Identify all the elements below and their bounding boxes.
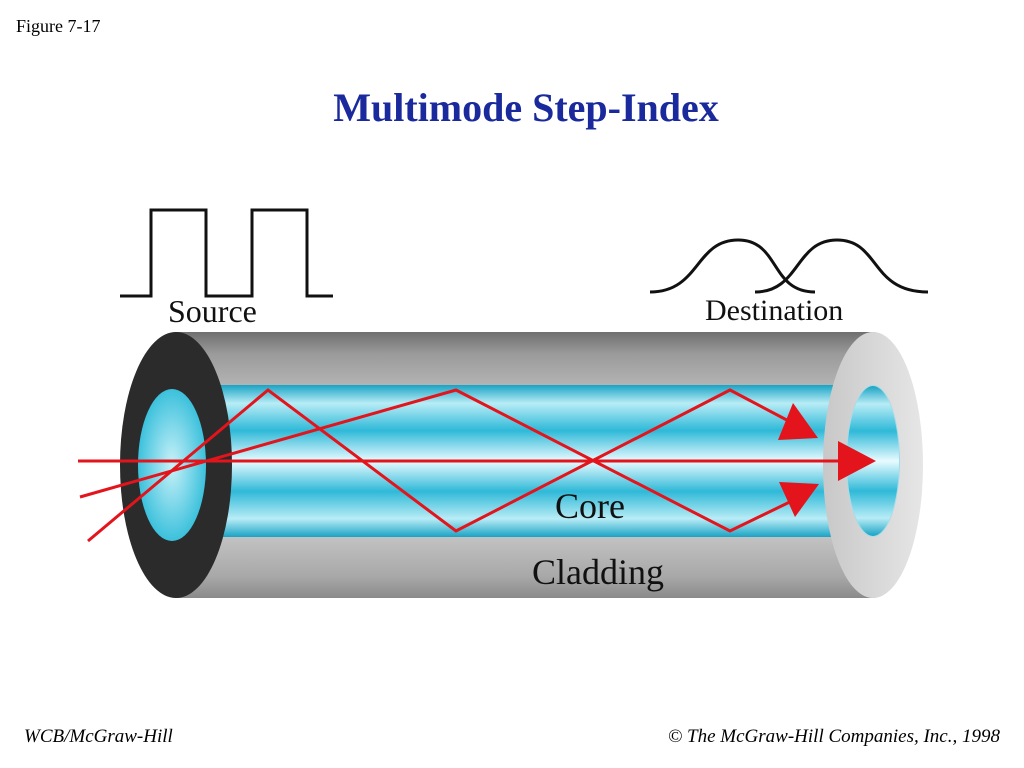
arrowhead-upper [778,403,818,440]
zigzag-ray-upper [87,388,801,543]
near-end-ring [120,332,232,598]
core-label: Core [555,486,625,526]
destination-pulse [649,238,929,294]
light-rays [78,388,848,543]
arrowhead-lower [779,482,819,517]
figure-label: Figure 7-17 [16,16,101,36]
slide-title: Multimode Step-Index [333,85,719,130]
copyright-notice: © The McGraw-Hill Companies, Inc., 1998 [668,726,1000,748]
destination-label: Destination [705,294,843,327]
copyright-symbol: © [667,726,683,747]
arrowhead-center [838,441,876,481]
publisher-left: WCB/McGraw-Hill [24,726,173,747]
source-pulse [120,208,333,298]
ray-arrowheads [778,403,876,517]
copyright-text: The McGraw-Hill Companies, Inc., 1998 [687,726,1000,747]
source-label: Source [168,293,257,329]
cladding-label: Cladding [532,552,664,592]
zigzag-ray-lower [79,388,801,533]
